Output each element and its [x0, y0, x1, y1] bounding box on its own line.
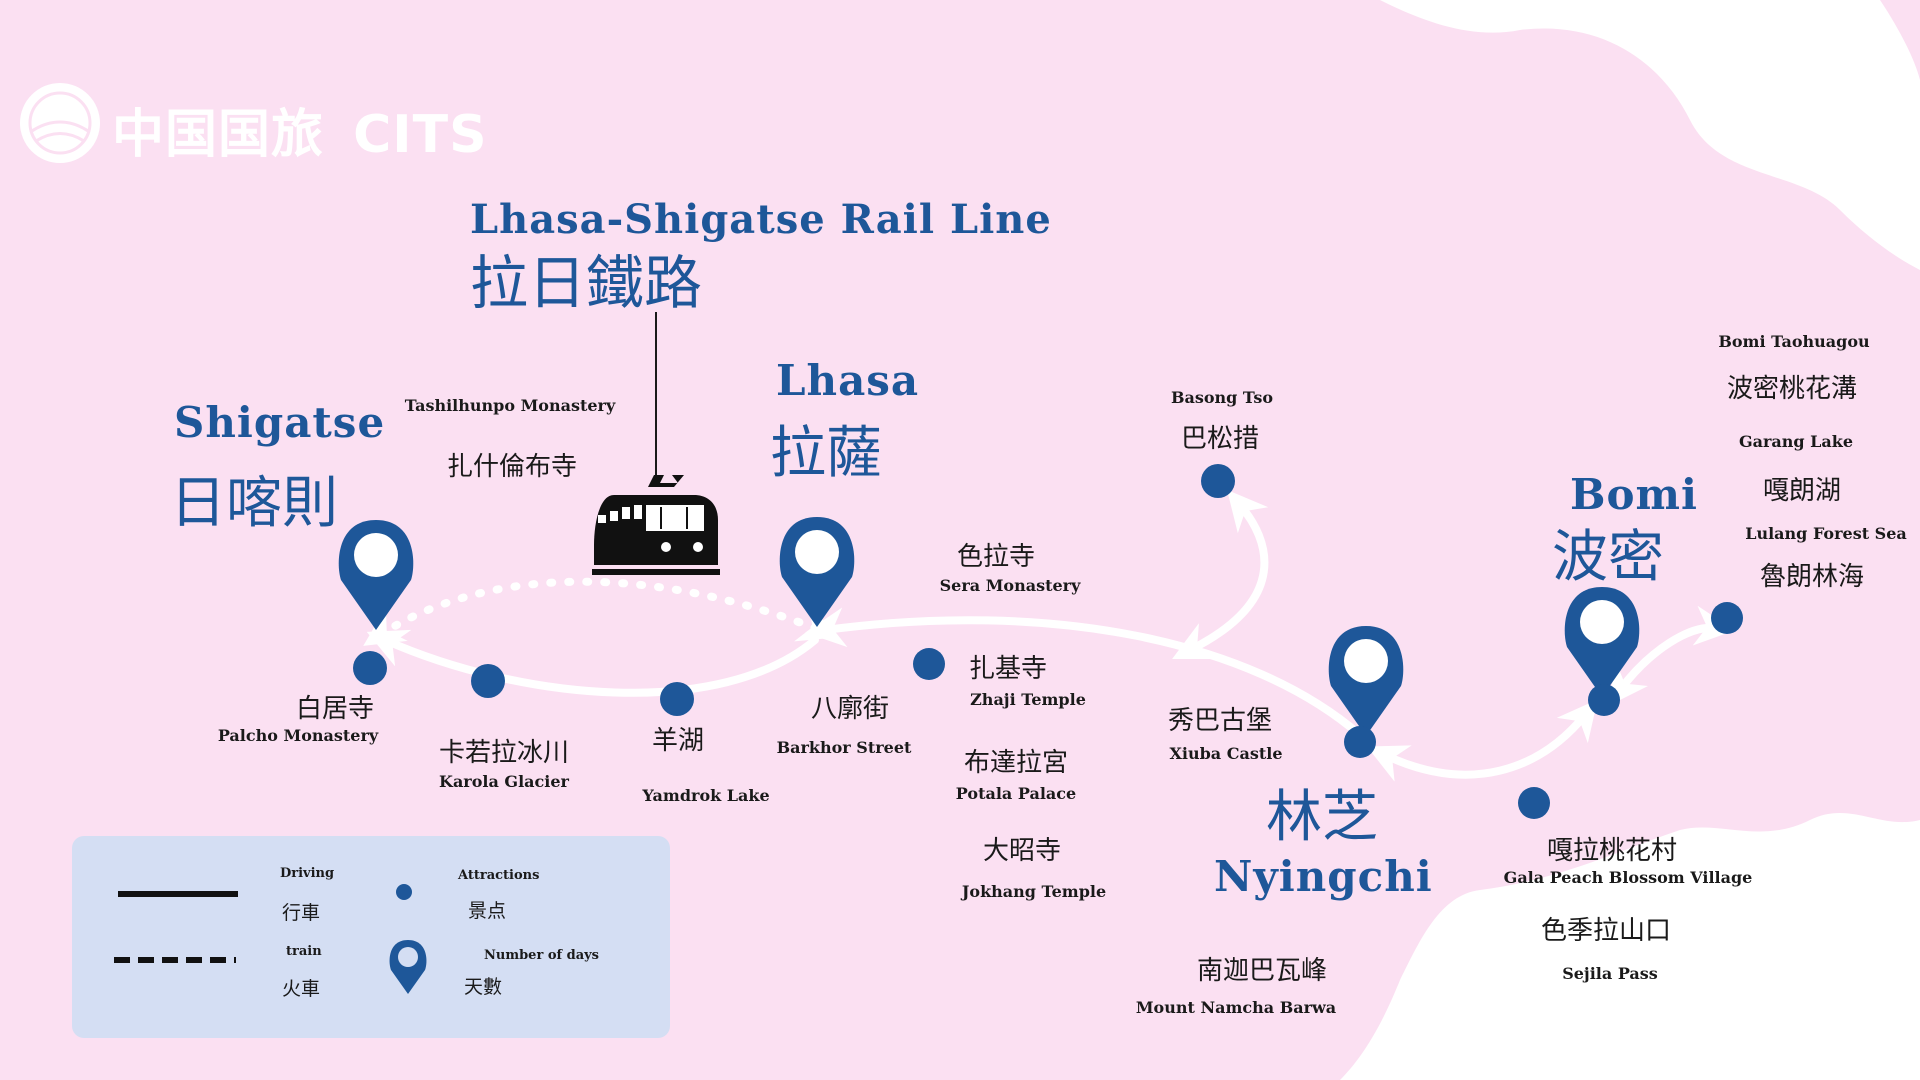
- city-bomi-zh: 波密: [1552, 525, 1664, 590]
- label-sejila-en: Sejila Pass: [1562, 964, 1658, 983]
- label-barkhor-zh: 八廓街: [810, 694, 890, 724]
- legend-attraction-dot-icon: [396, 884, 412, 900]
- label-tashilhunpo-en: Tashilhunpo Monastery: [404, 396, 616, 415]
- label-potala-zh: 布達拉宮: [963, 748, 1069, 778]
- train-route: [363, 577, 839, 646]
- pink-region-right-edge: [1880, 0, 1920, 80]
- label-palcho-en: Palcho Monastery: [217, 726, 379, 745]
- map-pin-icon: [779, 517, 855, 627]
- rail-title-zh: 拉日鐵路: [470, 249, 703, 317]
- label-lulang-en: Lulang Forest Sea: [1745, 524, 1907, 543]
- driving-route-basong: [1172, 489, 1269, 659]
- train-icon: [592, 475, 720, 575]
- label-sejila-zh: 色季拉山口: [1540, 916, 1672, 946]
- label-sera-zh: 色拉寺: [956, 542, 1036, 572]
- logo-seal-icon: [20, 83, 100, 163]
- legend-train-zh: 火車: [282, 978, 321, 1000]
- attraction-dot-icon: [660, 682, 694, 716]
- label-taohuagou-en: Bomi Taohuagou: [1718, 332, 1870, 351]
- city-lhasa-en: Lhasa: [776, 356, 920, 405]
- map-pin-icon: [1328, 626, 1404, 736]
- legend-train-en: train: [286, 944, 322, 959]
- label-jokhang-zh: 大昭寺: [982, 836, 1062, 866]
- label-basong-en: Basong Tso: [1170, 388, 1274, 407]
- legend-days-en: Number of days: [484, 948, 600, 963]
- attraction-dot-icon: [471, 664, 505, 698]
- label-garang-en: Garang Lake: [1738, 432, 1854, 451]
- legend-map-pin-icon: [389, 940, 427, 994]
- city-nyingchi-en: Nyingchi: [1214, 852, 1433, 901]
- label-namcha-zh: 南迦巴瓦峰: [1196, 956, 1328, 986]
- legend-driving-en: Driving: [280, 866, 335, 881]
- label-sera-en: Sera Monastery: [939, 576, 1081, 595]
- driving-route-east: [805, 607, 1364, 739]
- label-palcho-zh: 白居寺: [295, 694, 375, 724]
- attraction-dot-icon: [1344, 726, 1376, 758]
- attraction-dot-icon: [1711, 602, 1743, 634]
- map-pin-icon: [338, 520, 414, 630]
- label-gala-zh: 嘎拉桃花村: [1546, 836, 1678, 866]
- label-lulang-zh: 魯朗林海: [1759, 562, 1865, 592]
- label-yamdrok-zh: 羊湖: [651, 726, 705, 756]
- attraction-dot-icon: [1518, 787, 1550, 819]
- label-taohuagou-zh: 波密桃花溝: [1726, 374, 1858, 404]
- legend-attractions-zh: 景点: [468, 900, 507, 922]
- legend-attractions-en: Attractions: [458, 868, 540, 883]
- driving-route-south: [366, 629, 819, 697]
- legend: Driving 行車 train 火車 Attractions 景点 Numbe…: [72, 836, 670, 1038]
- label-xiuba-zh: 秀巴古堡: [1167, 706, 1273, 736]
- brand-logo: 中国国旅 CITS: [112, 92, 488, 167]
- label-zhaji-zh: 扎基寺: [968, 654, 1048, 684]
- legend-driving-zh: 行車: [282, 902, 321, 924]
- label-potala-en: Potala Palace: [955, 784, 1077, 803]
- rail-title-en: Lhasa-Shigatse Rail Line: [470, 196, 1052, 243]
- driving-route-bomi: [1366, 699, 1598, 782]
- label-jokhang-en: Jokhang Temple: [961, 882, 1107, 901]
- legend-days-zh: 天數: [464, 976, 503, 998]
- label-xiuba-en: Xiuba Castle: [1169, 744, 1283, 763]
- label-karola-en: Karola Glacier: [439, 772, 569, 791]
- city-lhasa-zh: 拉薩: [770, 421, 882, 486]
- brand-name-en: CITS: [353, 105, 488, 165]
- city-bomi-en: Bomi: [1570, 470, 1698, 519]
- map-pin-icon: [1564, 587, 1640, 697]
- label-karola-zh: 卡若拉冰川: [438, 738, 570, 768]
- attraction-dot-icon: [913, 648, 945, 680]
- city-shigatse-en: Shigatse: [174, 398, 386, 447]
- driving-route-lulang: [1607, 605, 1735, 706]
- label-tashilhunpo-zh: 扎什倫布寺: [446, 452, 578, 482]
- attraction-dot-icon: [1201, 464, 1235, 498]
- brand-name-zh: 中国国旅: [112, 105, 325, 165]
- attraction-dot-icon: [1588, 684, 1620, 716]
- label-barkhor-en: Barkhor Street: [776, 738, 912, 757]
- label-zhaji-en: Zhaji Temple: [970, 690, 1086, 709]
- label-basong-zh: 巴松措: [1180, 424, 1260, 454]
- label-gala-en: Gala Peach Blossom Village: [1503, 868, 1753, 887]
- city-nyingchi-zh: 林芝: [1266, 785, 1378, 850]
- label-garang-zh: 嘎朗湖: [1762, 476, 1842, 506]
- label-namcha-en: Mount Namcha Barwa: [1135, 998, 1337, 1017]
- attraction-dot-icon: [353, 651, 387, 685]
- legend-symbols: [114, 884, 427, 994]
- city-shigatse-zh: 日喀則: [170, 471, 338, 536]
- label-yamdrok-en: Yamdrok Lake: [642, 786, 770, 805]
